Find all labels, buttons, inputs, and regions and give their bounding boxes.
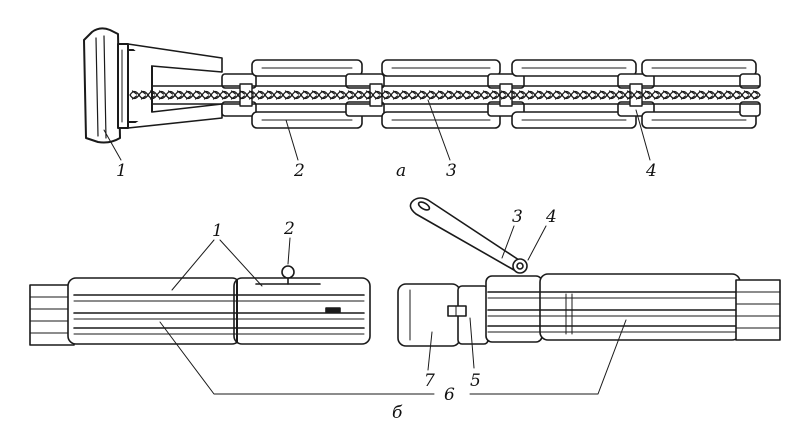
upper-link-plates bbox=[221, 59, 761, 89]
clasp-lever bbox=[409, 197, 528, 274]
label-b-3: 3 bbox=[512, 207, 523, 227]
spring-channel bbox=[151, 83, 761, 107]
part-b-leaders bbox=[159, 225, 627, 395]
braided-chain bbox=[129, 90, 761, 100]
caption-b: б bbox=[392, 403, 403, 423]
label-b-5: 5 bbox=[470, 371, 481, 391]
label-b-7: 7 bbox=[424, 371, 435, 391]
label-a-3: 3 bbox=[446, 161, 457, 181]
label-a-1: 1 bbox=[116, 161, 127, 181]
end-cover-plates bbox=[127, 43, 223, 129]
label-b-6: 6 bbox=[444, 385, 455, 405]
caption-a: а bbox=[396, 161, 406, 181]
bracelet-section-right bbox=[397, 273, 781, 347]
label-b-4: 4 bbox=[545, 207, 557, 227]
part-a-labels: 1 2 а 3 4 bbox=[116, 161, 657, 181]
bracelet-assembly-a bbox=[83, 27, 761, 144]
part-a-leaders bbox=[103, 99, 651, 161]
part-b-labels: 1 2 3 4 5 6 7 б bbox=[212, 207, 557, 423]
label-b-2: 2 bbox=[283, 219, 295, 239]
label-a-2: 2 bbox=[293, 161, 305, 181]
clasp-pin bbox=[255, 265, 321, 285]
label-b-1: 1 bbox=[212, 221, 223, 241]
lower-link-plates bbox=[221, 101, 761, 129]
label-a-4: 4 bbox=[645, 161, 657, 181]
bracelet-section-left bbox=[29, 277, 371, 346]
